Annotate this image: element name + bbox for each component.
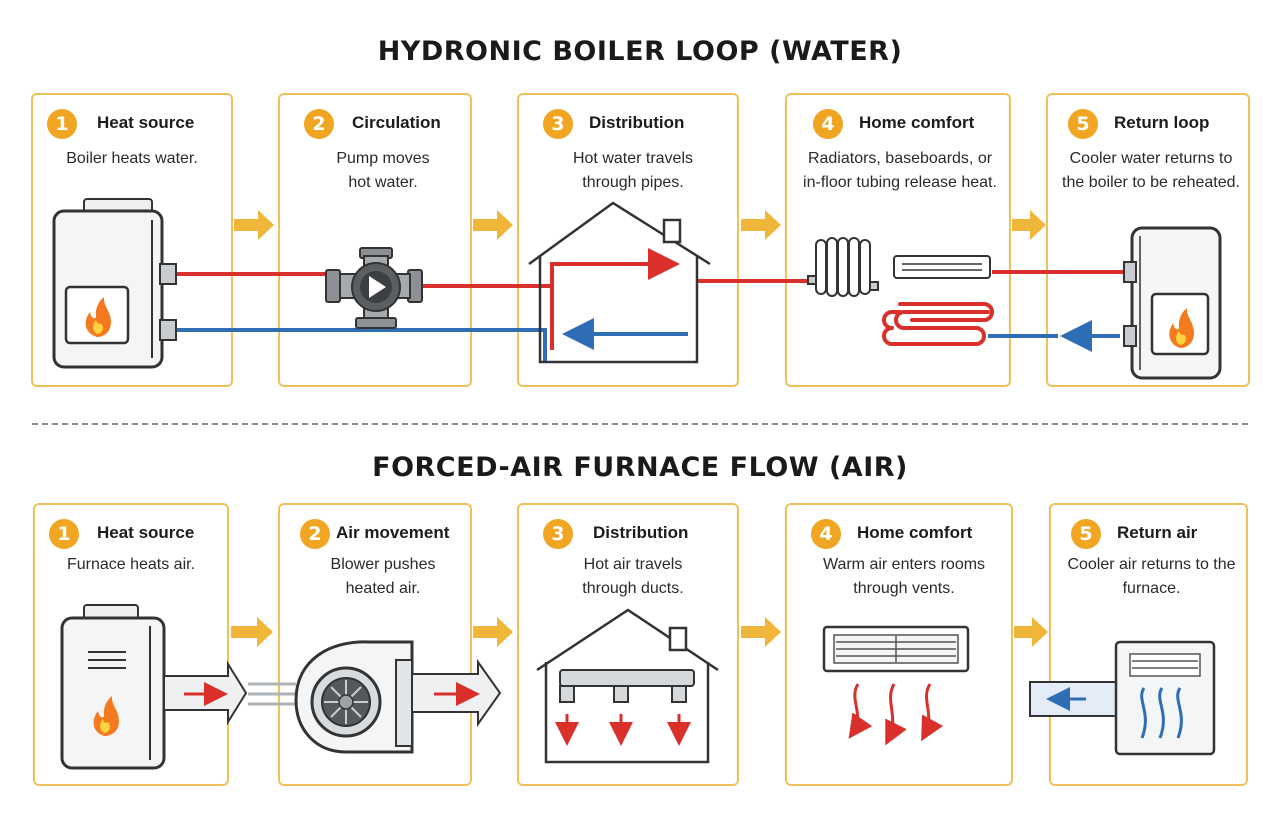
hydronic-step-4-card: 4 Home comfort Radiators, baseboards, or…	[785, 93, 1011, 387]
step-heading: Air movement	[336, 523, 450, 542]
step-heading: Return loop	[1114, 113, 1210, 132]
step-heading: Circulation	[352, 113, 441, 132]
step-description: Blower pushes heated air.	[330, 556, 436, 597]
step-number-badge: 5	[1068, 109, 1098, 139]
step-description: Warm air enters rooms through vents.	[822, 556, 986, 597]
hydronic-step-2-card: 2 Circulation Pump moves hot water.	[278, 93, 472, 387]
step-number-badge: 1	[49, 519, 79, 549]
step-description: Hot air travels through ducts.	[582, 556, 684, 597]
step-number-badge: 4	[813, 109, 843, 139]
arrow-right-icon	[473, 210, 513, 240]
section-divider	[32, 423, 1248, 425]
arrow-right-icon	[1014, 617, 1048, 647]
step-description: Cooler air returns to the furnace.	[1067, 556, 1236, 597]
step-number-badge: 3	[543, 109, 573, 139]
forced-air-step-4-card: 4 Home comfort Warm air enters rooms thr…	[785, 503, 1013, 786]
step-heading: Distribution	[589, 113, 685, 132]
step-heading: Distribution	[593, 523, 689, 542]
forced-air-step-2-card: 2 Air movement Blower pushes heated air.	[278, 503, 472, 786]
arrow-right-icon	[234, 210, 274, 240]
step-number-badge: 4	[811, 519, 841, 549]
step-description: Furnace heats air.	[66, 556, 196, 573]
step-heading: Home comfort	[859, 113, 975, 132]
step-heading: Heat source	[97, 523, 195, 542]
step-description: Cooler water returns to the boiler to be…	[1062, 150, 1240, 191]
step-number-badge: 3	[543, 519, 573, 549]
hydronic-step-5-card: 5 Return loop Cooler water returns to th…	[1046, 93, 1250, 387]
step-description: Boiler heats water.	[66, 150, 198, 167]
hydronic-step-1-card: 1 Heat source Boiler heats water.	[31, 93, 233, 387]
forced-air-step-5-card: 5 Return air Cooler air returns to the f…	[1049, 503, 1248, 786]
arrow-right-icon	[231, 617, 273, 647]
step-number-badge: 5	[1071, 519, 1101, 549]
arrow-right-icon	[741, 617, 781, 647]
forced-air-step-3-card: 3 Distribution Hot air travels through d…	[517, 503, 739, 786]
step-description: Radiators, baseboards, or in-floor tubin…	[803, 150, 997, 191]
arrow-right-icon	[741, 210, 781, 240]
step-number-badge: 2	[304, 109, 334, 139]
step-description: Hot water travels through pipes.	[572, 150, 694, 191]
step-heading: Heat source	[97, 113, 195, 132]
arrow-right-icon	[1012, 210, 1046, 240]
hydronic-step-3-card: 3 Distribution Hot water travels through…	[517, 93, 739, 387]
step-number-badge: 1	[47, 109, 77, 139]
step-number-badge: 2	[300, 519, 330, 549]
step-heading: Home comfort	[857, 523, 973, 542]
hydronic-section-title: HYDRONIC BOILER LOOP (WATER)	[377, 36, 903, 67]
arrow-right-icon	[473, 617, 513, 647]
forced-air-step-1-card: 1 Heat source Furnace heats air.	[33, 503, 229, 786]
forced-air-section-title: FORCED-AIR FURNACE FLOW (AIR)	[372, 452, 908, 483]
step-description: Pump moves hot water.	[336, 150, 430, 191]
step-heading: Return air	[1117, 523, 1198, 542]
